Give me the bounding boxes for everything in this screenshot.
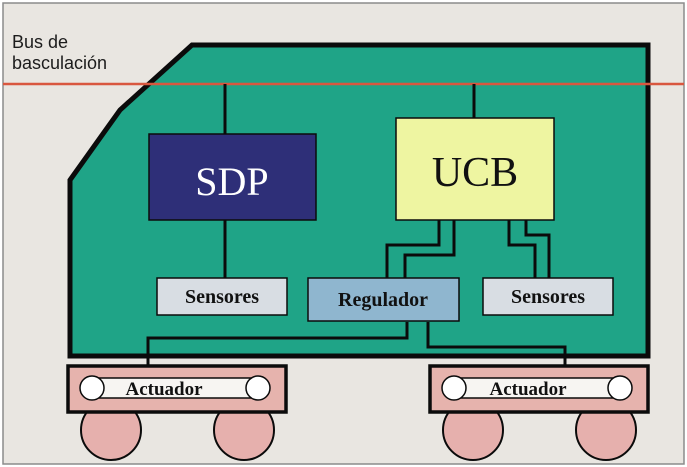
right-actuator-end-a xyxy=(441,375,467,401)
ucb-label: UCB xyxy=(432,150,518,196)
sdp-block xyxy=(148,133,317,221)
left-bogie: Actuador xyxy=(66,364,288,461)
sensores-right-block xyxy=(482,277,614,316)
regulador-to-right-actuator-connector xyxy=(426,322,567,366)
right-actuator-end-b xyxy=(607,375,633,401)
sdp-label: SDP xyxy=(195,159,268,204)
left-actuator-end-b xyxy=(245,375,271,401)
sensores-left-block xyxy=(156,277,288,316)
bus-label: Bus de basculación xyxy=(12,32,107,73)
ucb-block xyxy=(395,117,555,221)
right-bogie: Actuador xyxy=(428,364,650,461)
ucb-to-sensores-connector-2 xyxy=(524,220,551,278)
ucb-to-regulador-connector-2 xyxy=(403,220,456,278)
bus-label-line-2: basculación xyxy=(12,53,107,73)
ucb-to-regulador-connector xyxy=(385,220,441,278)
bus-label-line-1: Bus de xyxy=(12,32,68,52)
regulador-label: Regulador xyxy=(338,289,428,311)
ucb-to-sensores-connector xyxy=(507,220,537,278)
left-actuator-end-a xyxy=(79,375,105,401)
sensores-right-label: Sensores xyxy=(511,286,585,308)
actuador-left-label: Actuador xyxy=(125,379,203,400)
actuador-right-label: Actuador xyxy=(489,379,567,400)
sensores-left-label: Sensores xyxy=(185,286,259,308)
regulador-block xyxy=(307,277,460,322)
regulador-to-left-actuator-connector xyxy=(146,322,409,366)
